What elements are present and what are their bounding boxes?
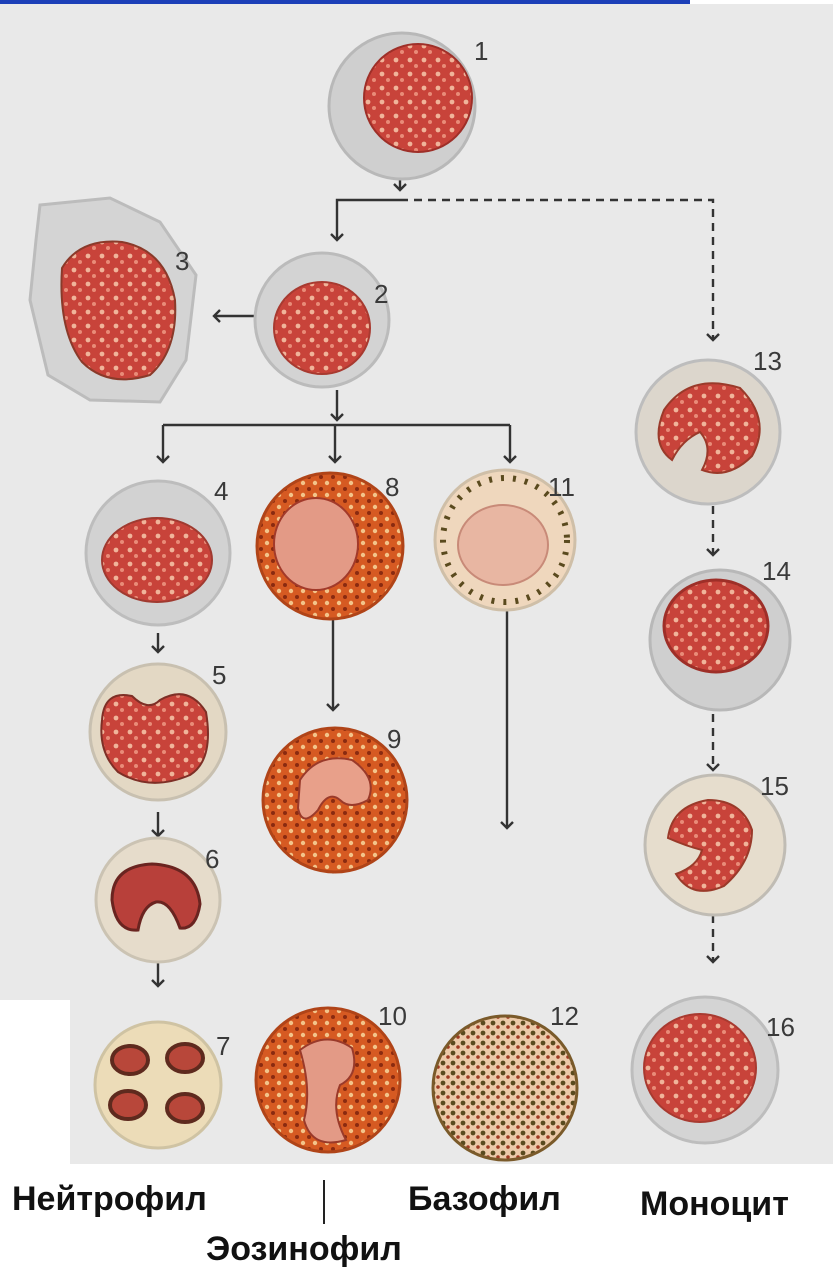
cell-7-lobe-1 <box>112 1046 148 1074</box>
cell-4 <box>86 481 230 625</box>
cell-6 <box>96 838 220 962</box>
cell-label-14: 14 <box>762 556 791 586</box>
cell-label-16: 16 <box>766 1012 795 1042</box>
cell-label-8: 8 <box>385 472 399 502</box>
caption-neutrophil: Нейтрофил <box>12 1180 207 1219</box>
cell-label-3: 3 <box>175 246 189 276</box>
cell-7-cytoplasm <box>95 1022 221 1148</box>
cell-9 <box>263 728 407 872</box>
cell-16 <box>632 997 778 1143</box>
cell-3-nucleus <box>61 242 175 380</box>
cell-8 <box>257 473 403 619</box>
cell-14 <box>650 570 790 710</box>
cell-16-nucleus <box>644 1014 756 1122</box>
cell-label-7: 7 <box>216 1031 230 1061</box>
cell-7 <box>95 1022 221 1148</box>
cell-8-nucleus <box>274 498 358 590</box>
cell-7-lobe-4 <box>167 1094 203 1122</box>
cell-label-10: 10 <box>378 1001 407 1031</box>
cell-1 <box>329 33 475 179</box>
cell-7-lobe-2 <box>167 1044 203 1072</box>
cell-label-6: 6 <box>205 844 219 874</box>
cell-7-lobe-3 <box>110 1091 146 1119</box>
cell-13 <box>636 360 780 504</box>
cell-11-nucleus <box>458 505 548 585</box>
cell-1-nucleus <box>364 44 472 152</box>
cell-label-11: 11 <box>548 472 575 502</box>
cell-label-4: 4 <box>214 476 228 506</box>
cell-2 <box>255 253 389 387</box>
eosinophil-pointer-line <box>323 1180 325 1224</box>
cell-4-nucleus <box>102 518 212 602</box>
cell-14-nucleus <box>664 580 768 672</box>
cell-label-1: 1 <box>474 36 488 66</box>
cell-label-12: 12 <box>550 1001 579 1031</box>
cell-2-nucleus <box>274 282 370 374</box>
caption-monocyte: Моноцит <box>640 1185 789 1224</box>
lower-left-white-area <box>0 1000 70 1170</box>
cell-5 <box>90 664 226 800</box>
cell-5-nucleus <box>101 694 208 783</box>
cell-label-13: 13 <box>753 346 782 376</box>
cell-label-2: 2 <box>374 279 388 309</box>
caption-eosinophil: Эозинофил <box>206 1230 402 1269</box>
cell-12-cytoplasm <box>433 1016 577 1160</box>
caption-basophil: Базофил <box>408 1180 561 1219</box>
cell-9-cytoplasm <box>263 728 407 872</box>
cell-label-15: 15 <box>760 771 789 801</box>
cell-12 <box>433 1016 577 1160</box>
cell-label-9: 9 <box>387 724 401 754</box>
cell-label-5: 5 <box>212 660 226 690</box>
